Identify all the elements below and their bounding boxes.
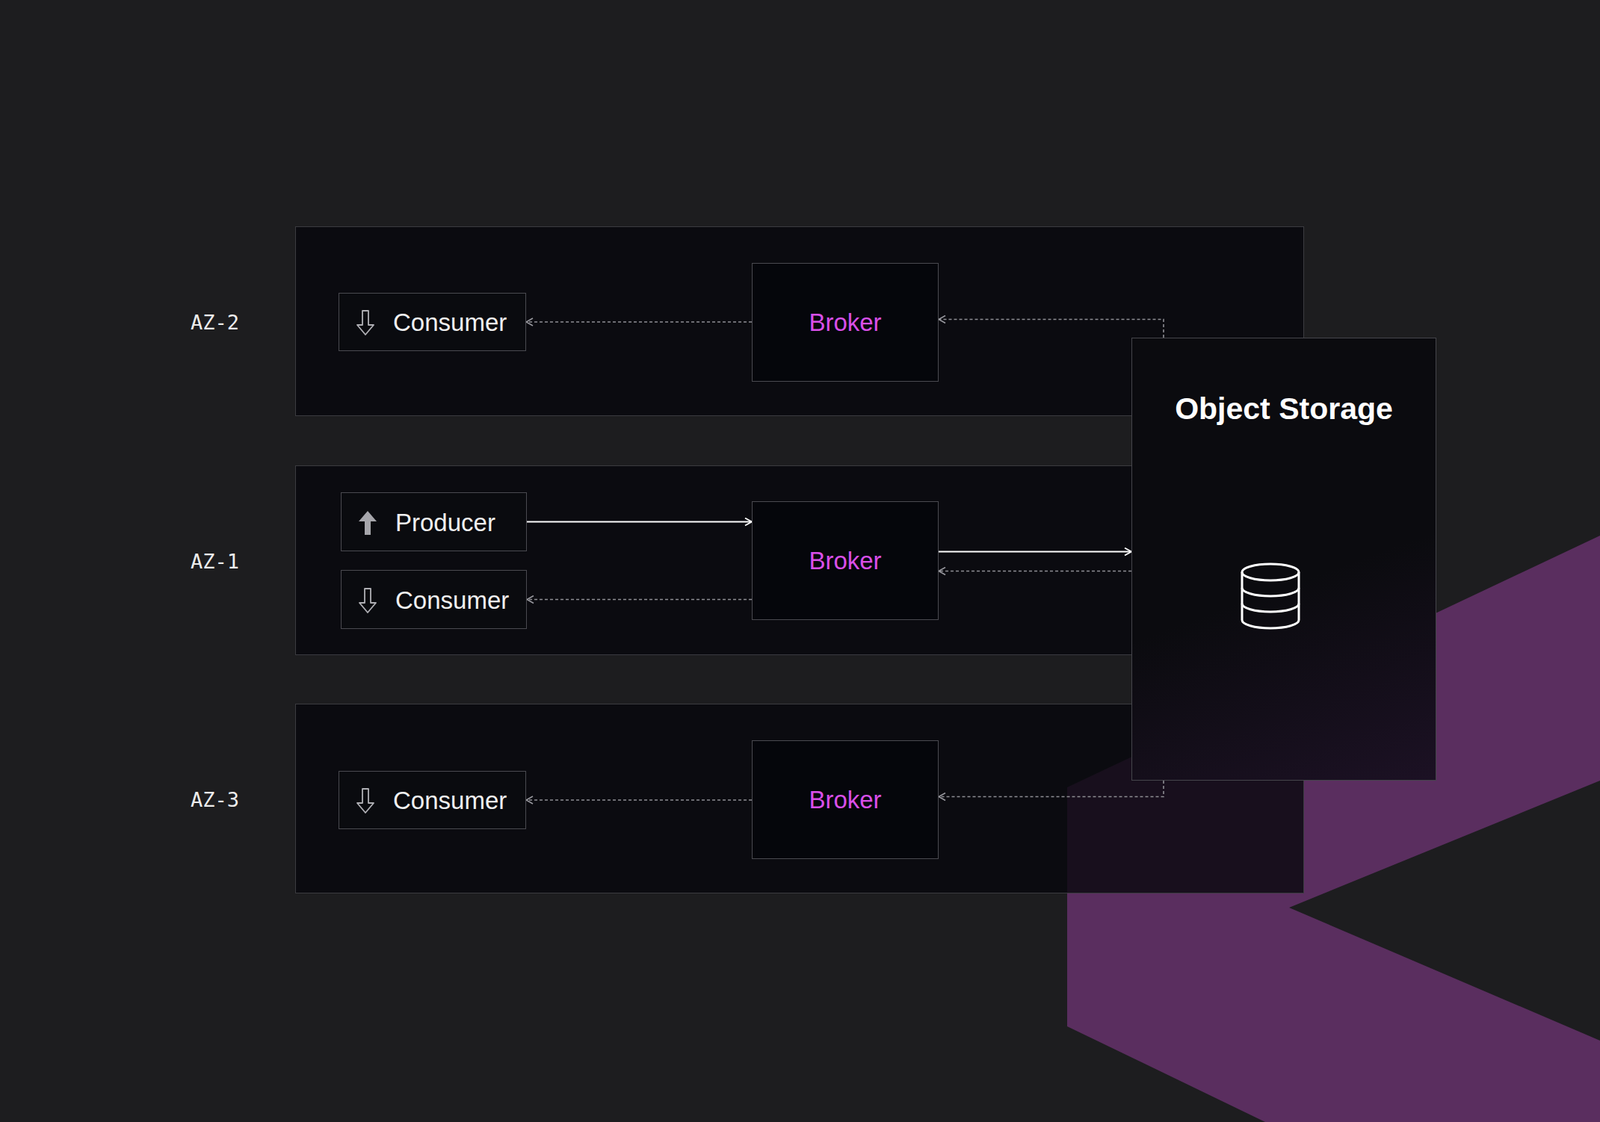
object-storage-box: Object Storage <box>1131 337 1437 781</box>
client-box: Consumer <box>338 771 527 830</box>
client-label: Consumer <box>393 308 507 338</box>
client-label: Consumer <box>393 786 507 816</box>
client-label: Producer <box>395 508 496 538</box>
consume-arrow-icon <box>354 309 377 337</box>
write-connector <box>938 551 1132 554</box>
zone-label: AZ-3 <box>190 788 240 812</box>
produce-arrow-icon <box>356 509 379 537</box>
read-connector <box>526 599 752 601</box>
broker-label: Broker <box>808 308 882 338</box>
broker-box: Broker <box>751 263 939 382</box>
zone-label: AZ-2 <box>190 310 240 335</box>
write-connector <box>526 521 752 524</box>
broker-label: Broker <box>808 547 882 576</box>
broker-label: Broker <box>808 786 882 815</box>
database-icon <box>1236 560 1305 633</box>
read-connector <box>938 319 1164 339</box>
consume-arrow-icon <box>356 587 379 615</box>
read-connector <box>526 799 752 802</box>
client-box: Consumer <box>338 292 527 352</box>
consume-arrow-icon <box>354 787 377 815</box>
zone-label: AZ-1 <box>190 550 240 574</box>
client-box: Producer <box>340 492 527 552</box>
broker-box: Broker <box>751 740 939 860</box>
client-box: Consumer <box>340 570 527 630</box>
broker-box: Broker <box>751 501 939 621</box>
storage-title: Object Storage <box>1132 391 1436 427</box>
read-connector <box>938 780 1164 798</box>
read-connector <box>526 321 752 323</box>
read-connector <box>938 570 1132 573</box>
client-label: Consumer <box>395 586 509 616</box>
